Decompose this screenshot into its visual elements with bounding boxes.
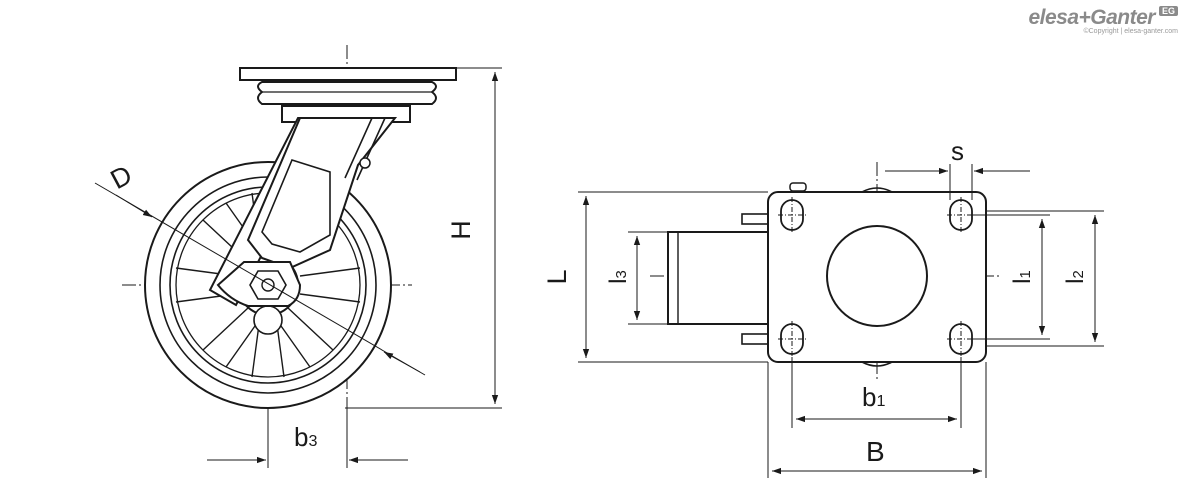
top-view <box>578 162 1104 478</box>
mounting-plate <box>767 191 987 363</box>
label-b3: b3 <box>294 422 317 452</box>
fork-window <box>261 159 331 253</box>
brand-name: elesa+Ganter <box>1028 6 1155 29</box>
label-l2: l2 <box>1062 270 1089 284</box>
label-l1: l1 <box>1009 270 1036 284</box>
wheel-top <box>667 231 771 325</box>
label-l3: l3 <box>605 270 632 284</box>
label-s: s <box>951 136 964 166</box>
side-view <box>94 45 502 468</box>
fork-grease-nipple <box>359 157 371 169</box>
label-D: D <box>106 159 137 195</box>
label-H: H <box>446 220 476 240</box>
plate-center-boss <box>826 225 928 327</box>
label-b1: b1 <box>862 382 885 412</box>
label-B: B <box>866 436 885 467</box>
top-plate <box>239 67 457 81</box>
swivel-bearing <box>257 81 437 105</box>
brand-copyright: ©Copyright | elesa-ganter.com <box>1083 28 1178 35</box>
top-view-labels: L l3 l1 l2 s b1 B <box>542 136 1089 467</box>
brand-badge: EG <box>1158 6 1178 16</box>
axle-nut <box>249 270 287 300</box>
label-L: L <box>542 269 572 284</box>
